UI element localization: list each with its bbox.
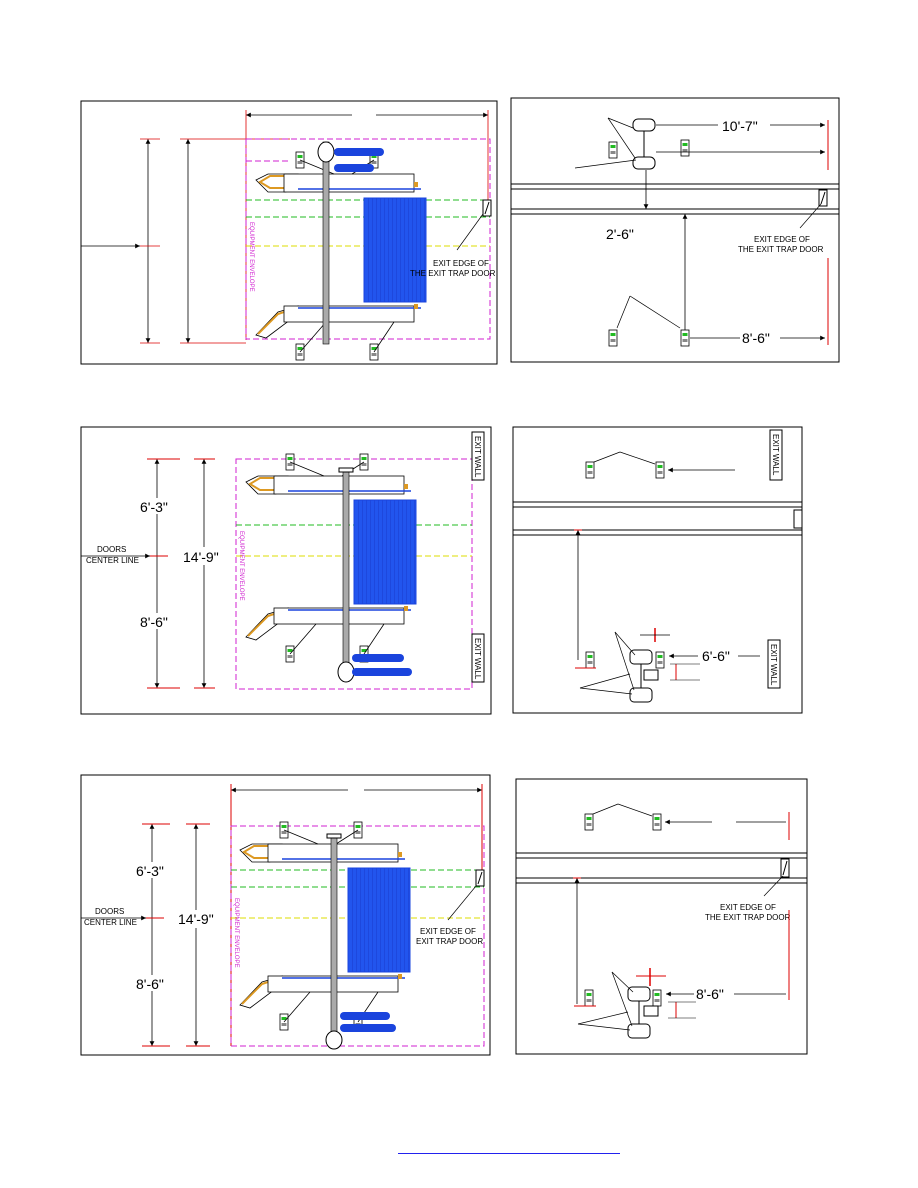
dim-6-3: 6'-3" [136,863,164,879]
doors-label: DOORS [95,907,124,916]
panel-6-clearance-view: EXIT EDGE OF THE EXIT TRAP DOOR 8'-6" [515,778,808,1055]
center-line-label: CENTER LINE [84,918,137,927]
equipment-envelope-label: EQUIPMENT ENVELOPE [248,222,254,292]
exit-edge-note-line1: EXIT EDGE OF [754,235,810,244]
exit-wall-label-lower: EXIT WALL [769,644,778,686]
wash-equipment-assembly [246,454,416,662]
panel-2-clearance-view: 10'-7" 2'-6" 8'-6" EXIT EDGE OF THE EXIT… [510,97,840,363]
equipment-envelope-label: EQUIPMENT ENVELOPE [238,531,244,601]
exit-edge-note-line2: THE EXIT TRAP DOOR [410,269,496,278]
equipment-envelope-label: EQUIPMENT ENVELOPE [233,898,239,968]
panel-5-plan-view: 6'-3" 14'-9" 8'-6" DOORS CENTER LINE EQU… [80,774,491,1056]
dim-10-7: 10'-7" [722,118,758,134]
dim-2-6: 2'-6" [606,226,634,242]
exit-edge-note-line2: EXIT TRAP DOOR [416,937,483,946]
dim-8-6: 8'-6" [140,614,168,630]
wash-equipment-assembly [256,152,426,360]
exit-edge-note-line2: THE EXIT TRAP DOOR [738,245,824,254]
exit-wall-label: EXIT WALL [771,434,780,476]
dim-6-3: 6'-3" [140,499,168,515]
dim-14-9: 14'-9" [183,549,219,565]
dim-8-6: 8'-6" [136,976,164,992]
center-line-label: CENTER LINE [86,556,139,565]
panel-1-plan-view: EQUIPMENT ENVELOPE EXIT EDGE OF THE EXIT… [80,100,498,365]
dim-6-6: 6'-6" [702,648,730,664]
exit-wall-label-top: EXIT WALL [473,436,482,478]
panel-3-plan-view: 6'-3" 14'-9" 8'-6" DOORS CENTER LINE EQU… [80,426,492,715]
exit-wall-label-bottom: EXIT WALL [473,638,482,680]
exit-edge-note-line2: THE EXIT TRAP DOOR [705,913,791,922]
dim-8-6: 8'-6" [696,986,724,1002]
exit-edge-note-line1: EXIT EDGE OF [720,903,776,912]
footer-link[interactable] [398,1141,620,1154]
wash-equipment-assembly [240,822,410,1030]
dim-8-6: 8'-6" [742,330,770,346]
exit-edge-note-line1: EXIT EDGE OF [420,927,476,936]
exit-edge-note-line1: EXIT EDGE OF [433,259,489,268]
panel-4-clearance-view: EXIT WALL 6'-6" EXIT WALL [512,426,803,714]
dim-14-9: 14'-9" [178,911,214,927]
doors-label: DOORS [97,545,126,554]
